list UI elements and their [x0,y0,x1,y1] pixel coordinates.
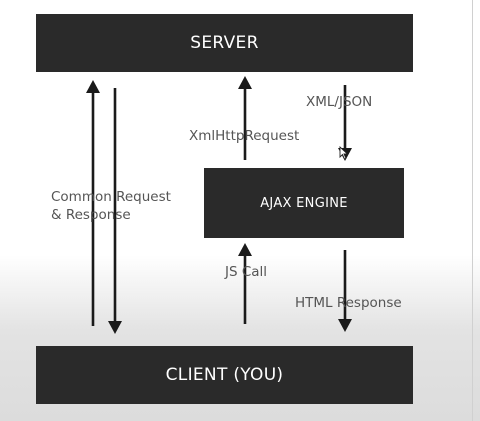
arrow-js-call-up [238,243,252,324]
server-box: SERVER [36,14,413,72]
common-label-line1: Common Request [51,189,171,205]
mouse-cursor-icon [339,146,349,160]
common-request-response-label: Common Request & Response [51,188,171,224]
arrow-common-request-up [86,80,100,326]
arrow-xmlhttprequest-up [238,76,252,160]
html-response-label: HTML Response [295,295,402,311]
right-edge-line [472,0,473,421]
arrow-common-response-down [108,88,122,334]
xmlhttprequest-label: XmlHttpRequest [189,128,300,144]
ajax-engine-label: AJAX ENGINE [260,195,348,211]
server-label: SERVER [190,33,259,53]
client-label: CLIENT (YOU) [165,365,284,385]
xml-json-label: XML/JSON [306,94,373,110]
common-label-line2: & Response [51,207,131,223]
js-call-label: JS Call [225,264,268,280]
arrow-html-response-down [338,250,352,332]
ajax-engine-box: AJAX ENGINE [204,168,404,238]
client-box: CLIENT (YOU) [36,346,413,404]
